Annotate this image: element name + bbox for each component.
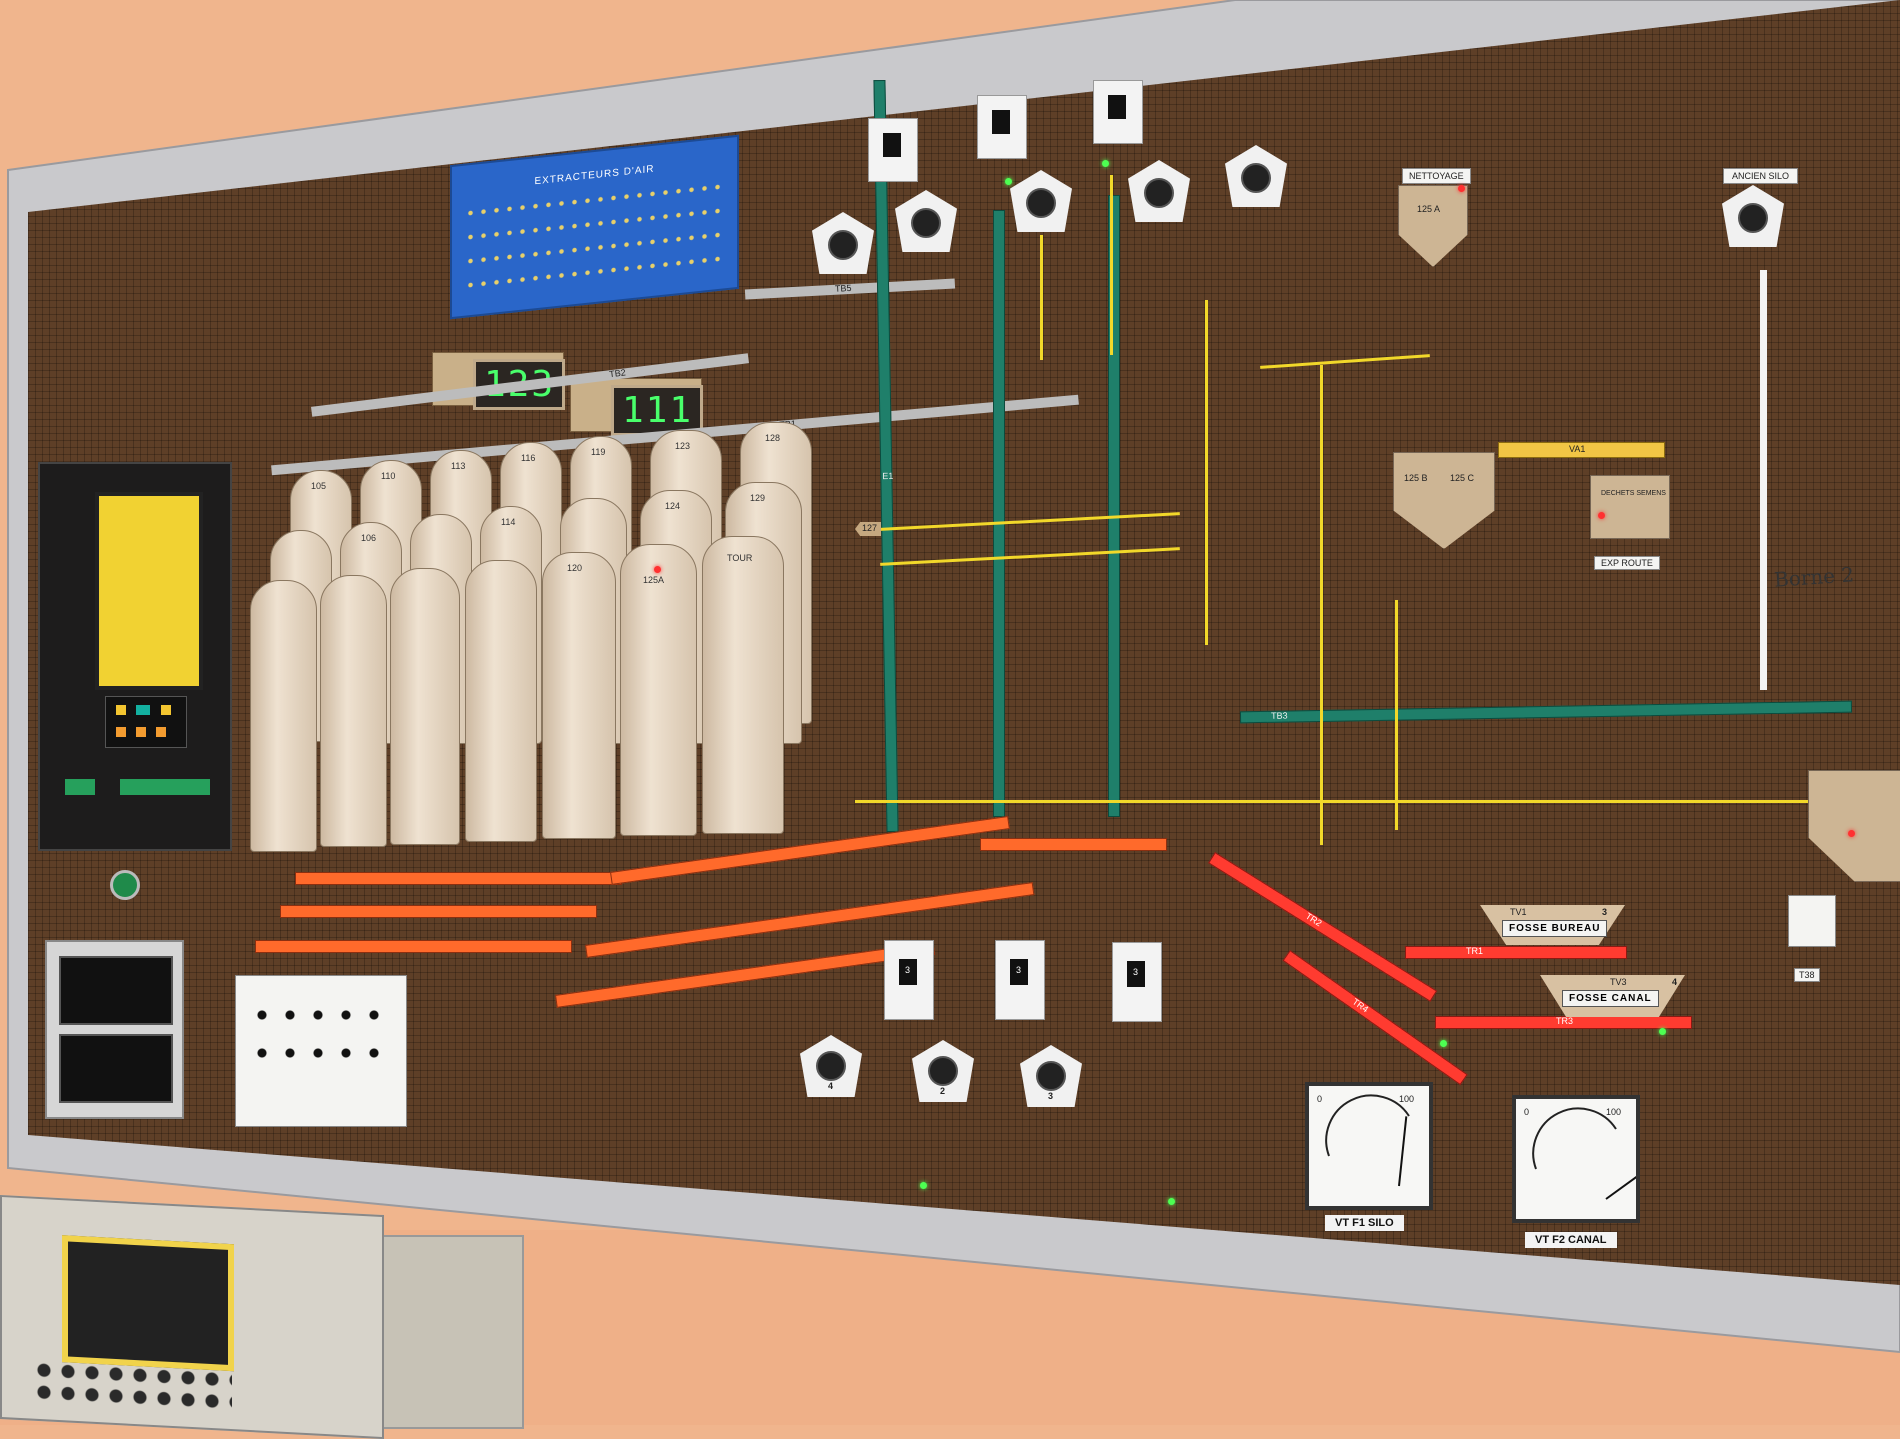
- selector-knob[interactable]: [816, 1051, 846, 1081]
- silo: 120: [542, 552, 616, 839]
- selector-knob[interactable]: [928, 1056, 958, 1086]
- selector-switches[interactable]: [248, 996, 388, 1076]
- distribution-bar: [280, 905, 597, 918]
- status-button[interactable]: [65, 779, 95, 795]
- instruction-card: [235, 975, 407, 1127]
- silo: [250, 580, 317, 852]
- distribution-bar: [295, 872, 622, 885]
- silo: TOUR: [702, 536, 784, 834]
- display-plate-2: 111: [570, 378, 703, 436]
- ancien-silo-pipe: [1760, 270, 1767, 690]
- selector-knob[interactable]: [911, 208, 941, 238]
- gauge-vt-f2-canal: 0 100: [1512, 1095, 1664, 1223]
- switch-card[interactable]: [868, 118, 918, 182]
- air-extractors-panel: EXTRACTEURS D'AIR: [450, 134, 739, 320]
- nettoyage-label: NETTOYAGE: [1402, 168, 1471, 184]
- meter: [59, 956, 173, 1025]
- t38-label: T38: [1794, 968, 1820, 982]
- exp-route-label: EXP ROUTE: [1594, 556, 1660, 570]
- conveyor-tr1: TR1: [1405, 946, 1627, 959]
- silo-group: 105 110 113 116 119 123 128 106 114 124 …: [250, 422, 830, 852]
- status-led: [1458, 185, 1465, 192]
- status-led: [1848, 830, 1855, 837]
- selector-knob[interactable]: [1738, 203, 1768, 233]
- gauge-vt-f1-silo: 0 100: [1305, 1082, 1433, 1210]
- conveyor-va1: VA1: [1498, 442, 1665, 458]
- switch-lever[interactable]: [883, 133, 901, 157]
- terminal-body: [0, 1194, 384, 1439]
- gauge-face: [1325, 1094, 1410, 1187]
- conveyor-tr3: TR3: [1435, 1016, 1692, 1029]
- control-unit-screen: [95, 492, 203, 690]
- switch-card[interactable]: 3: [1112, 942, 1162, 1022]
- start-button[interactable]: [110, 870, 140, 900]
- elevator-e2: [993, 210, 1005, 817]
- terminal-keypad[interactable]: [32, 1358, 232, 1414]
- status-led: [1440, 1040, 1447, 1047]
- switch-card[interactable]: [1788, 895, 1836, 947]
- switch-lever[interactable]: [1108, 95, 1126, 119]
- selector-knob[interactable]: [1036, 1061, 1066, 1091]
- selector-knob[interactable]: [828, 230, 858, 260]
- terminal-screen: [62, 1235, 234, 1372]
- status-led: [1102, 160, 1109, 167]
- keypad-key[interactable]: [116, 705, 126, 715]
- silo: [465, 560, 537, 842]
- status-led: [920, 1182, 927, 1189]
- control-unit: [38, 462, 232, 851]
- belt-tb2-label: TB2: [608, 367, 627, 380]
- fosse-bureau-label: FOSSE BUREAU: [1502, 920, 1608, 937]
- ancien-silo-label: ANCIEN SILO: [1723, 168, 1799, 184]
- switch-lever[interactable]: [1010, 959, 1028, 985]
- status-led: [654, 566, 661, 573]
- switch-card[interactable]: 3: [884, 940, 934, 1020]
- keypad-key[interactable]: [116, 727, 126, 737]
- keypad-key[interactable]: [161, 705, 171, 715]
- silo-display-2: 111: [611, 385, 703, 436]
- switch-lever[interactable]: [992, 110, 1010, 134]
- route-line: [855, 800, 1855, 803]
- route-line: [1110, 175, 1113, 355]
- switch-card[interactable]: [1093, 80, 1143, 144]
- route-line: [1395, 600, 1398, 830]
- status-led: [1005, 178, 1012, 185]
- control-unit-keypad[interactable]: [105, 696, 187, 748]
- status-led: [1598, 512, 1605, 519]
- selector-knob[interactable]: [1026, 188, 1056, 218]
- distribution-bar: [255, 940, 572, 953]
- status-button[interactable]: [120, 779, 210, 795]
- route-line: [1205, 300, 1208, 645]
- fosse-canal-label: FOSSE CANAL: [1562, 990, 1659, 1007]
- switch-lever[interactable]: [899, 959, 917, 985]
- switch-lever[interactable]: [1127, 961, 1145, 987]
- gauge-2-label: VT F2 CANAL: [1525, 1232, 1617, 1248]
- gauge-1-label: VT F1 SILO: [1325, 1215, 1404, 1231]
- silo: [320, 575, 387, 847]
- dechets-box: DECHETS SEMENS: [1590, 475, 1670, 539]
- switch-card[interactable]: 3: [995, 940, 1045, 1020]
- operator-terminal: [0, 1194, 524, 1439]
- route-line: [1320, 365, 1323, 845]
- meter-box: [45, 940, 184, 1119]
- meter: [59, 1034, 173, 1103]
- keypad-key[interactable]: [136, 705, 150, 715]
- status-led: [1168, 1198, 1175, 1205]
- gauge-face: [1532, 1107, 1664, 1200]
- belt-tb5-label: TB5: [834, 282, 852, 294]
- distribution-bar: [980, 838, 1167, 851]
- marker-127: 127: [855, 522, 881, 536]
- status-led: [1659, 1028, 1666, 1035]
- switch-card[interactable]: [977, 95, 1027, 159]
- keypad-key[interactable]: [136, 727, 146, 737]
- silo: [390, 568, 460, 845]
- selector-knob[interactable]: [1241, 163, 1271, 193]
- keypad-key[interactable]: [156, 727, 166, 737]
- selector-knob[interactable]: [1144, 178, 1174, 208]
- route-line: [1040, 235, 1043, 360]
- silo: 125A: [620, 544, 697, 836]
- extractor-switch-grid[interactable]: [464, 174, 724, 302]
